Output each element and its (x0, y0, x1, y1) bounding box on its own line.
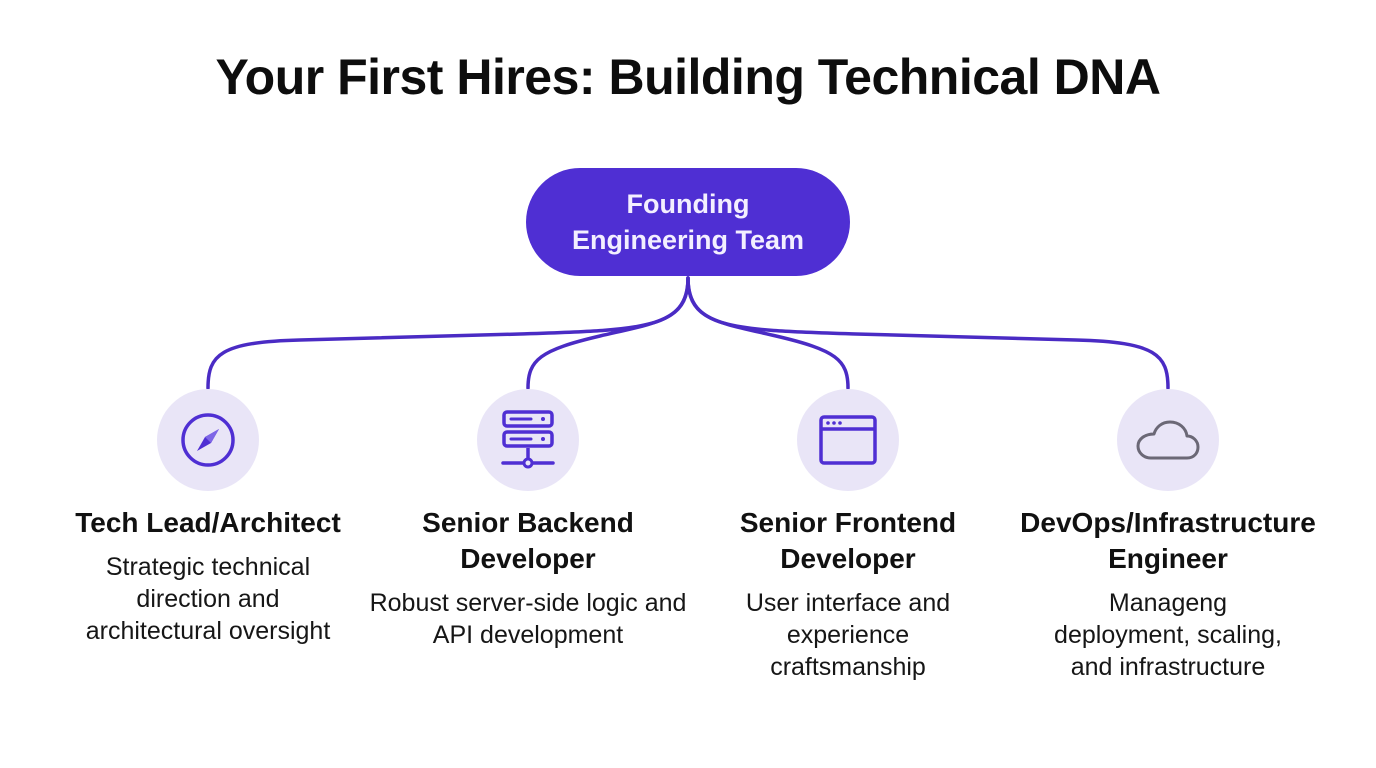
root-node-label: Founding Engineering Team (571, 189, 805, 255)
role-tech-lead: Tech Lead/Architect Strategic technical … (38, 389, 378, 647)
compass-icon (181, 413, 235, 467)
browser-window-icon (819, 415, 877, 465)
role-title: Tech Lead/Architect (75, 507, 341, 538)
role-devops: DevOps/Infrastructure Engineer Manageng … (998, 389, 1338, 683)
role-icon-badge (797, 389, 899, 491)
connector-to-backend (526, 276, 690, 390)
page-title: Your First Hires: Building Technical DNA (215, 49, 1161, 105)
cloud-icon (1136, 420, 1200, 460)
role-icon-badge (1117, 389, 1219, 491)
role-title: Senior Frontend Developer (739, 507, 957, 574)
role-backend: Senior Backend Developer Robust server-s… (358, 389, 698, 651)
role-description: User interface and experience craftsmans… (745, 589, 951, 681)
role-description: Manageng deployment, scaling, and infras… (1054, 589, 1282, 681)
role-title: Senior Backend Developer (422, 507, 634, 574)
root-node: Founding Engineering Team (526, 168, 850, 276)
role-description: Robust server-side logic and API develop… (369, 589, 687, 649)
role-icon-badge (157, 389, 259, 491)
connector-to-devops (686, 276, 1170, 390)
server-icon (501, 410, 555, 469)
role-frontend: Senior Frontend Developer User interface… (678, 389, 1018, 683)
role-description: Strategic technical direction and archit… (85, 553, 331, 645)
role-icon-badge (477, 389, 579, 491)
role-title: DevOps/Infrastructure Engineer (1020, 507, 1316, 574)
